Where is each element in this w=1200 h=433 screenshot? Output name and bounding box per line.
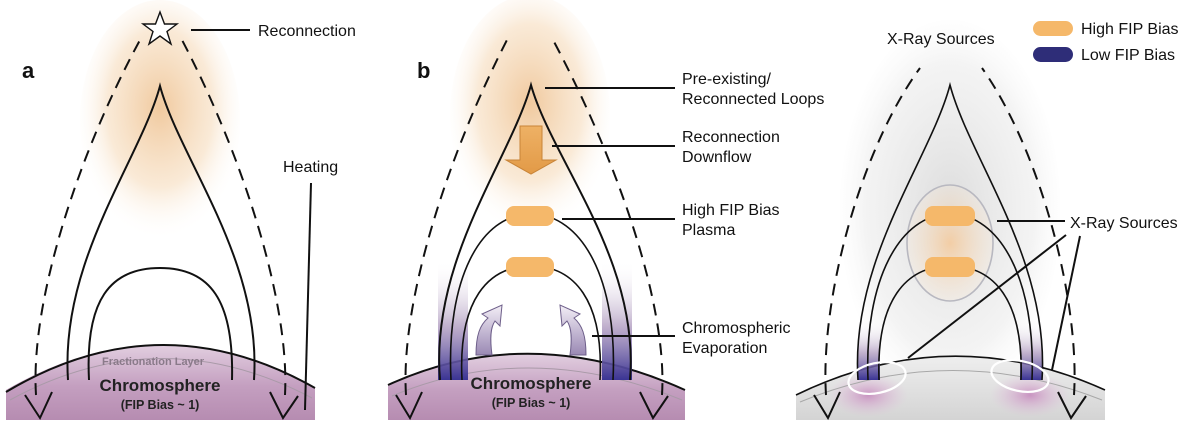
legend-label-low-fip: Low FIP Bias xyxy=(1081,47,1175,64)
chromosphere-surface xyxy=(795,355,1106,396)
dashed-field-line-right xyxy=(551,37,664,396)
cusp-loop xyxy=(438,81,632,381)
inner-loop xyxy=(87,266,234,381)
panel-b: b Pre-existing/ Reconnected Loops Reconn… xyxy=(387,0,824,421)
downflow-label-line1: Reconnection xyxy=(682,129,780,146)
xray-source-loop-top xyxy=(906,184,994,302)
evaporation-label-line2: Evaporation xyxy=(682,340,767,357)
downflow-label-line2: Downflow xyxy=(682,149,752,166)
chromosphere-label: Chromosphere xyxy=(100,376,221,395)
cusp-loop xyxy=(856,81,1044,381)
reconnection-label: Reconnection xyxy=(258,23,356,40)
panel-a: Reconnection Heating a Fractionation Lay… xyxy=(5,0,356,421)
chromosphere-region xyxy=(6,344,315,420)
legend-swatch-high-fip xyxy=(1033,21,1073,36)
dashed-field-line-right xyxy=(181,39,287,396)
chromosphere-label: Chromosphere xyxy=(471,374,592,393)
fractionation-layer-label: Fractionation Layer xyxy=(102,356,205,368)
heating-leader xyxy=(304,182,312,411)
down-arrow-icon xyxy=(24,391,53,421)
xray-footpoint-ring-left xyxy=(847,361,907,395)
xray-footpoint-ring-right xyxy=(990,359,1050,393)
low-fip-leg-left xyxy=(858,320,880,380)
xray-leader-left xyxy=(907,234,1067,359)
footpoint-glow-right xyxy=(990,373,1070,417)
dashed-field-line-right xyxy=(981,67,1076,396)
xray-sources-top-label: X-Ray Sources xyxy=(887,31,995,48)
loops-label-line1: Pre-existing/ xyxy=(682,71,771,88)
reconnection-glow xyxy=(450,0,610,235)
legend-label-high-fip: High FIP Bias xyxy=(1081,21,1179,38)
down-arrow-icon xyxy=(813,391,841,421)
dashed-field-line-left xyxy=(404,37,509,396)
plasma-label-line2: Plasma xyxy=(682,222,735,239)
evaporation-label-line1: Chromospheric xyxy=(682,320,790,337)
panel-c: X-Ray Sources X-Ray Sources High FIP Bia… xyxy=(795,20,1179,421)
down-arrow-icon xyxy=(395,391,423,421)
dashed-field-line-left xyxy=(824,67,921,396)
evaporation-arrow-icon xyxy=(559,304,587,356)
downflow-arrow-icon xyxy=(504,125,558,175)
cusp-loop xyxy=(66,82,256,381)
evaporation-arrow-icon xyxy=(475,304,503,356)
fip-bias-label: (FIP Bias ~ 1) xyxy=(121,398,200,412)
fractionation-layer-line xyxy=(391,367,683,401)
xray-leader-right xyxy=(1051,235,1081,371)
legend-swatch-low-fip xyxy=(1033,47,1073,62)
star-icon xyxy=(140,10,180,46)
dashed-field-line-left xyxy=(34,39,141,396)
legend: High FIP Bias Low FIP Bias xyxy=(1033,21,1179,64)
fractionation-layer-line xyxy=(799,370,1103,403)
high-fip-plasma-blob xyxy=(506,257,554,277)
high-fip-plasma-blob xyxy=(506,206,554,226)
high-fip-plasma-blob xyxy=(925,206,975,226)
high-fip-plasma-blob xyxy=(925,257,975,277)
xray-sources-side-label: X-Ray Sources xyxy=(1070,215,1178,232)
loops-label-line2: Reconnected Loops xyxy=(682,91,824,108)
down-arrow-icon xyxy=(269,391,299,420)
fip-bias-label: (FIP Bias ~ 1) xyxy=(492,396,571,410)
down-arrow-icon xyxy=(1057,391,1087,420)
panel-letter-b: b xyxy=(417,58,430,83)
heating-label: Heating xyxy=(283,159,338,176)
chromosphere-surface xyxy=(5,344,316,393)
chromosphere-surface xyxy=(387,352,686,391)
down-arrow-icon xyxy=(639,391,669,420)
fractionation-layer-line xyxy=(9,358,313,401)
plasma-label-line1: High FIP Bias xyxy=(682,202,780,219)
panel-letter-a: a xyxy=(22,58,35,83)
